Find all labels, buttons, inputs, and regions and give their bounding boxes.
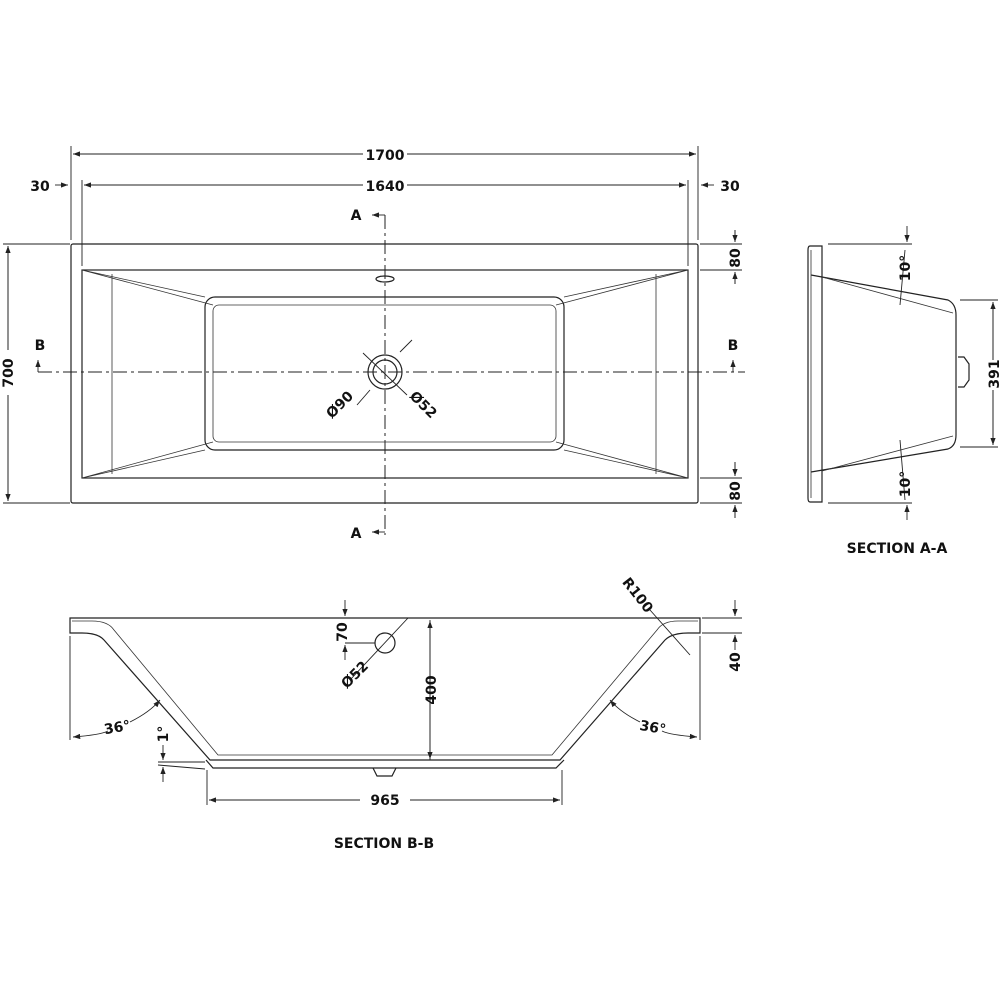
waste-inner-diameter: Ø52 [406,388,440,422]
floor-slope: 1° [156,726,172,743]
dim-depth: 400 [424,675,440,704]
angle-right: 36° [638,718,667,738]
dim-overall-length: 1700 [366,148,405,164]
angle-bottom: 10° [898,471,914,497]
section-a-marker-bottom: A [351,526,362,542]
dim-overflow-height: 70 [335,622,351,642]
dim-inner-length: 1640 [366,179,405,195]
radius-label: R100 [619,575,656,617]
dim-top-rim: 80 [728,248,744,268]
section-a-marker-top: A [351,208,362,224]
section-b-b: 70 Ø52 400 40 R100 36° 36° 1° 965 SECTIO… [69,575,744,852]
plan-view: 1700 1640 30 30 700 80 80 Ø90 Ø52 A A B … [1,145,745,542]
dim-base-width: 391 [987,359,1000,388]
angle-left: 36° [103,718,132,738]
dim-right-rim: 30 [720,179,740,195]
section-b-b-title: SECTION B-B [334,836,434,852]
overflow-diameter: Ø52 [338,658,372,692]
section-a-a: 10° 10° 391 SECTION A-A [807,226,1000,557]
dim-base-length: 965 [370,793,399,809]
angle-top: 10° [898,255,914,281]
dim-width: 700 [1,358,17,387]
dim-rim: 40 [728,652,744,672]
dim-left-rim: 30 [30,179,50,195]
dim-bottom-rim: 80 [728,481,744,501]
waste-outer-diameter: Ø90 [323,388,357,422]
section-a-a-title: SECTION A-A [847,541,948,557]
section-b-marker-left: B [35,338,46,354]
section-b-marker-right: B [728,338,739,354]
